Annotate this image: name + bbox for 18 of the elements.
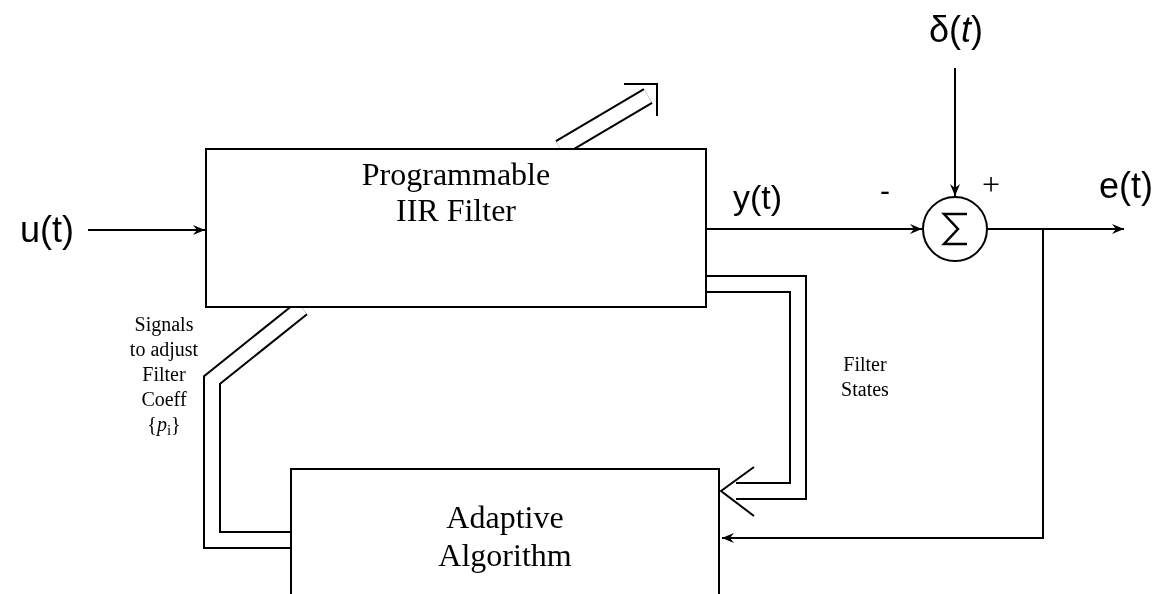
box-label: Programmable IIR Filter xyxy=(361,156,551,230)
box-label: Adaptive Algorithm xyxy=(438,498,572,575)
edge-label: y(t) xyxy=(733,177,783,218)
summing-junction xyxy=(922,196,988,262)
arrow xyxy=(706,224,923,234)
edge-label: Signals to adjust Filter Coeff {p$_{i}$} xyxy=(128,312,200,437)
arrow xyxy=(721,228,1044,543)
signal-label: δ(t) xyxy=(920,0,992,60)
double-line-arrow xyxy=(707,275,807,517)
process-box xyxy=(205,148,707,308)
sign-label: - xyxy=(880,173,890,209)
arrow xyxy=(87,225,206,235)
signal-label: e(t) xyxy=(1090,162,1162,210)
edge-label: Filter States xyxy=(840,352,890,402)
signal-label: u(t) xyxy=(12,208,82,252)
process-box xyxy=(290,468,720,594)
sign-label: + xyxy=(982,165,1001,204)
arrow xyxy=(950,67,960,197)
